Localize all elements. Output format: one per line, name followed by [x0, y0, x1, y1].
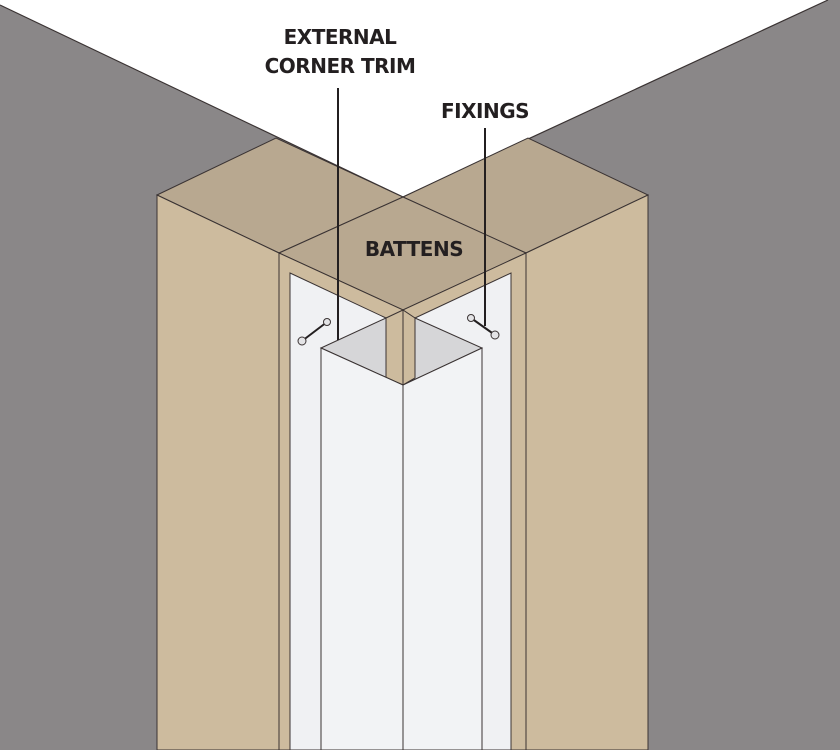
batten-lip [385, 309, 416, 386]
label-fixings: FIXINGS [441, 99, 529, 123]
left-batten-front [156, 194, 280, 750]
fixing-right-icon [467, 314, 500, 340]
label-corner-trim: CORNER TRIM [265, 54, 416, 78]
label-external: EXTERNAL [284, 25, 398, 49]
fixing-left-icon [297, 318, 331, 346]
ceiling [0, 0, 828, 197]
trim-right-face [402, 347, 483, 750]
right-batten-front [525, 194, 649, 750]
label-battens: BATTENS [365, 237, 463, 261]
trim-left-face [320, 347, 404, 750]
